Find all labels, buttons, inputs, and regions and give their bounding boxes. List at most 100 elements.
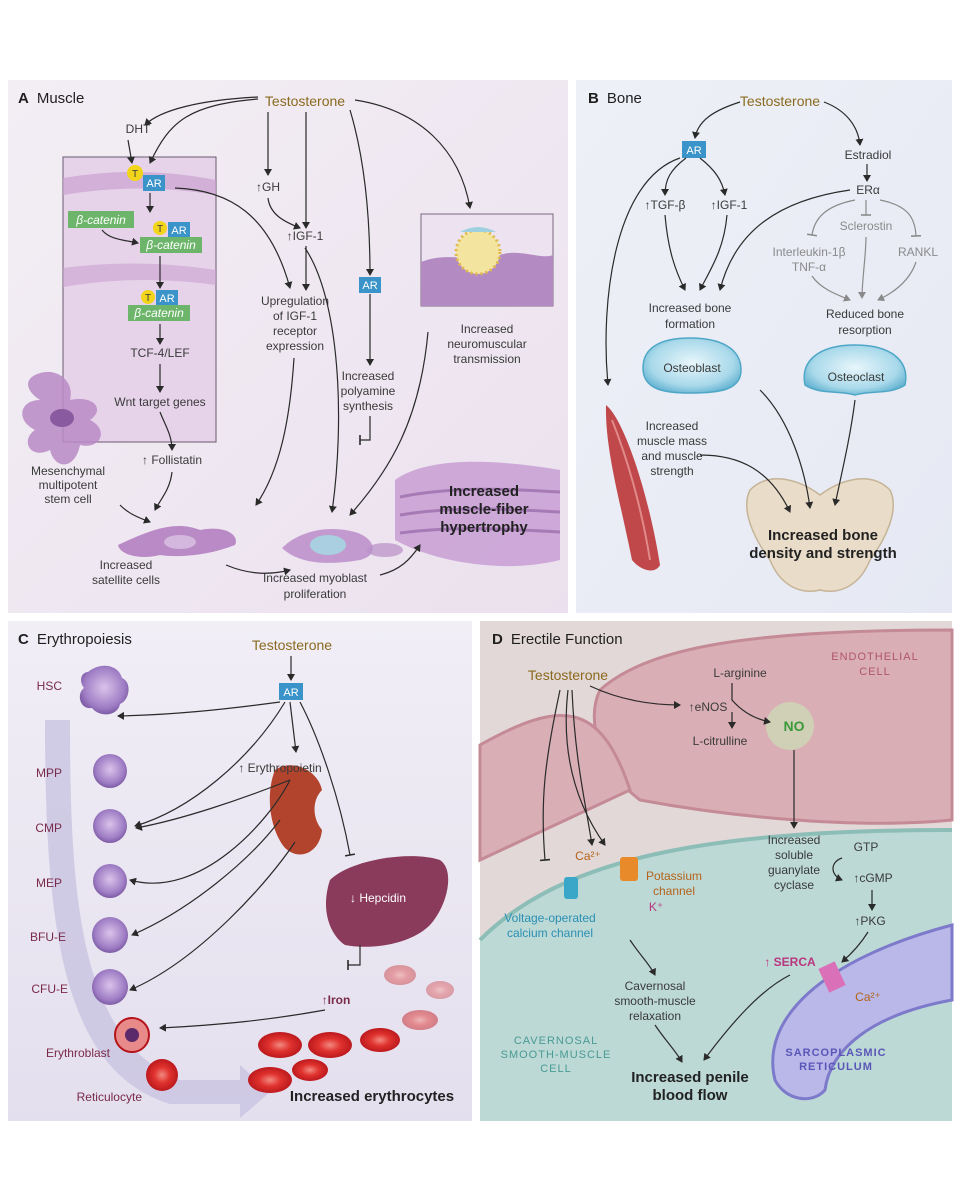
panel-d-testosterone: Testosterone [528, 667, 608, 683]
panel-c-letter: C [18, 631, 29, 648]
panel-d-relax-2: smooth-muscle [614, 994, 696, 1008]
panel-d-letter: D [492, 631, 503, 648]
panel-b-era: ERα [856, 183, 880, 197]
panel-d-bloodflow-1: Increased penile [631, 1069, 749, 1086]
panel-d-cavernosal-1: CAVERNOSAL [514, 1035, 598, 1047]
panel-c-cell-mpp: MPP [36, 766, 62, 780]
panel-d-bloodflow-2: blood flow [653, 1087, 728, 1104]
panel-d-gtp: GTP [854, 840, 879, 854]
panel-b-ar-badge-label: AR [686, 145, 701, 157]
panel-a-satellite-nucleus [164, 535, 196, 549]
panel-a-ar-badge-3-label: AR [159, 293, 174, 305]
panel-d-title: Erectile Function [511, 631, 623, 648]
panel-b-testosterone: Testosterone [740, 93, 820, 109]
panel-c-cmp-cell [93, 809, 127, 843]
panel-d-cavernosal-2: SMOOTH-MUSCLE [501, 1049, 612, 1061]
panel-c-cell-erythroblast: Erythroblast [46, 1046, 111, 1060]
panel-c-hsc-cell [79, 665, 129, 715]
panel-a-nucleus-band [63, 263, 216, 287]
panel-a-nmj-terminal [454, 228, 502, 276]
panel-b-rankl: RANKL [898, 245, 938, 259]
panel-c-cell-mep: MEP [36, 876, 62, 890]
panel-c-ar-badge-label: AR [283, 687, 298, 699]
panel-a-beta-catenin-free-label: β-catenin [75, 213, 126, 227]
panel-b-muscle-3: and muscle [641, 449, 703, 463]
panel-c-cell-cfue: CFU-E [31, 982, 68, 996]
panel-b-resorption-1: Reduced bone [826, 307, 904, 321]
panel-a-nmj-3: transmission [453, 352, 520, 366]
panel-d-relax-1: Cavernosal [625, 979, 686, 993]
panel-a-beta-catenin-complex [140, 237, 202, 253]
panel-c-cell-bfue: BFU-E [30, 930, 66, 944]
panel-a-muscle-fibers [395, 461, 560, 567]
panel-a-tcf: TCF-4/LEF [130, 346, 189, 360]
panel-a-ar-badge-2 [168, 222, 190, 237]
panel-b-density-1: Increased bone [768, 527, 878, 544]
panel-a-ar-badge-1 [143, 175, 165, 191]
panel-c-testosterone: Testosterone [252, 637, 332, 653]
panel-a-beta-catenin-complex-label: β-catenin [145, 238, 196, 252]
panel-a-beta-catenin-nuclear-label: β-catenin [133, 306, 184, 320]
panel-d-lcitrulline: L-citrulline [693, 734, 748, 748]
panel-b-formation-1: Increased bone [649, 301, 732, 315]
panel-a-myoblast-1: Increased myoblast [263, 571, 368, 585]
panel-d-cgmp: ↑cGMP [853, 871, 892, 885]
panel-a-upreg-1: Upregulation [261, 294, 329, 308]
panel-a-testosterone: Testosterone [265, 93, 345, 109]
panel-a-ar-badge-2-label: AR [171, 225, 186, 237]
panel-b-letter: B [588, 90, 599, 107]
panel-a-t-badge-2-label: T [157, 224, 163, 235]
panel-d-sarcoplasmic-reticulum [771, 923, 954, 1101]
panel-d-calcium-2: calcium channel [507, 926, 593, 940]
panel-c-rbc-5 [292, 1059, 328, 1081]
panel-a-letter: A [18, 90, 29, 107]
panel-d-soluble-4: cyclase [774, 878, 814, 892]
panel-b-tgf: ↑TGF-β [645, 198, 686, 212]
panel-a-fiber-stripes [399, 487, 561, 535]
panel-a-upreg-4: expression [266, 339, 324, 353]
panel-d-serca: ↑ SERCA [764, 955, 816, 969]
panel-d-soluble-2: soluble [775, 848, 813, 862]
panel-a-beta-catenin-nuclear [128, 305, 190, 321]
panel-d-relax-3: relaxation [629, 1009, 681, 1023]
panel-a-nmj-muscle [421, 252, 553, 306]
panel-a-membrane-band [63, 171, 216, 195]
panel-d-endothelial-2: CELL [859, 666, 891, 678]
panel-c-erythroblast-nucleus [125, 1028, 139, 1042]
panel-c-hepcidin: ↓ Hepcidin [350, 891, 406, 905]
panel-b-interleukin-1: Interleukin-1β [773, 245, 846, 259]
panel-c-cells [79, 665, 178, 1091]
panel-a-follistatin: ↑ Follistatin [142, 453, 202, 467]
panel-c-rbc-3 [360, 1028, 400, 1052]
panel-c-mpp-cell [93, 754, 127, 788]
panel-c-iron: ↑Iron [322, 993, 351, 1007]
panel-a-hypertrophy-3: hypertrophy [440, 519, 528, 536]
panel-b-pelvis [746, 478, 894, 592]
panel-b-arrows [603, 101, 922, 513]
panel-a-ar-badge-4 [359, 277, 381, 293]
panel-a-satellite-1: Increased [100, 558, 153, 572]
panel-c-rbc-2 [308, 1032, 352, 1058]
panel-c-cell-reticulocyte: Reticulocyte [77, 1090, 143, 1104]
panel-a-t-badge-3-label: T [145, 293, 151, 304]
panel-d-potassium-2: channel [653, 884, 695, 898]
panel-a-nmj-2: neuromuscular [447, 337, 526, 351]
panel-a-myoblast-nucleus [310, 535, 346, 555]
panel-a-polyamine-2: polyamine [341, 384, 396, 398]
panel-c-cell-hsc: HSC [37, 679, 63, 693]
panel-c-reticulocyte-cell [146, 1059, 178, 1091]
panel-c-rbc-7 [384, 965, 416, 985]
panel-a-nmj-axon [460, 227, 496, 232]
panel-b-muscle-1: Increased [646, 419, 699, 433]
panel-d-potassium-1: Potassium [646, 869, 702, 883]
panel-d-membrane [478, 828, 953, 942]
panel-d-sarcoplasmic-2: RETICULUM [799, 1061, 873, 1073]
panel-c-mep-cell [93, 864, 127, 898]
panel-c-rbc-4 [248, 1067, 292, 1093]
panel-d-ca: Ca²⁺ [575, 849, 601, 863]
panel-c-maturation-arrow [45, 720, 270, 1118]
